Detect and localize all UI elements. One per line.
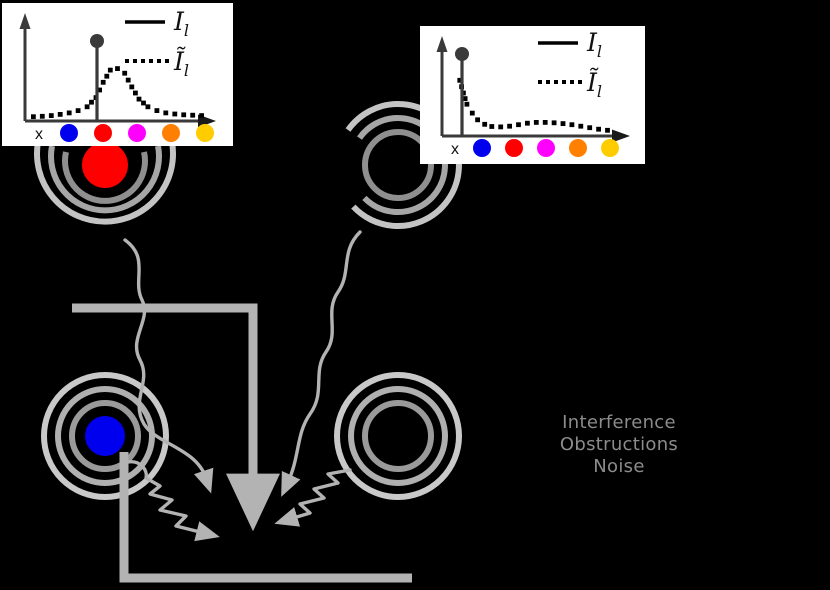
series-point <box>560 121 566 126</box>
series-point <box>587 125 593 131</box>
series-point <box>57 112 63 117</box>
link-solid-lower <box>119 452 412 583</box>
inset-chart-2: Il Ĩl x <box>420 26 645 164</box>
series-point <box>154 108 160 113</box>
spectrum-dot-blue <box>473 139 491 157</box>
series-point <box>551 120 557 126</box>
series-point <box>39 113 45 119</box>
series-point <box>542 120 548 125</box>
signal-ring <box>62 151 148 204</box>
series-point <box>66 110 72 116</box>
spectrum-dot-magenta <box>128 124 146 142</box>
spectrum-dot-row <box>473 139 619 157</box>
x-axis-label: x <box>451 141 459 158</box>
signal-ring <box>362 400 434 472</box>
series-point <box>489 124 495 129</box>
series-point <box>75 108 81 113</box>
series-point <box>533 120 539 125</box>
series-point <box>104 73 110 79</box>
series-point <box>605 127 610 133</box>
impairment-line-interference: Interference <box>562 412 676 433</box>
node-center-red[interactable] <box>82 142 128 188</box>
spectrum-dot-row <box>60 124 214 142</box>
node-bottomright-group[interactable] <box>334 372 462 500</box>
series-point <box>457 77 463 83</box>
series-point <box>578 123 584 129</box>
signal-ring <box>347 115 448 216</box>
legend-swatch-dotted <box>538 80 582 84</box>
series-point <box>100 79 106 85</box>
series-point <box>516 122 521 128</box>
signal-ring <box>333 101 462 229</box>
signal-ring <box>55 386 155 486</box>
x-axis-label: x <box>35 126 43 143</box>
signal-ring <box>334 372 462 500</box>
series-point <box>462 96 468 101</box>
series-point <box>199 113 204 118</box>
series-point <box>115 66 120 71</box>
series-I-marker <box>90 34 104 48</box>
impairment-line-noise: Noise <box>593 456 645 477</box>
series-point <box>31 114 36 120</box>
spectrum-dot-blue <box>60 124 78 142</box>
series-point <box>498 124 504 130</box>
series-point <box>84 104 90 110</box>
series-point <box>525 120 530 126</box>
spectrum-dot-orange <box>569 139 587 157</box>
series-point <box>569 122 575 128</box>
spectrum-dot-yellow <box>196 124 214 142</box>
series-point <box>133 90 138 96</box>
node-topright-group[interactable] <box>313 80 483 250</box>
impairment-line-obstructions: Obstructions <box>559 434 679 455</box>
signal-ring <box>362 129 434 201</box>
spectrum-dot-magenta <box>537 139 555 157</box>
signal-ring <box>48 145 162 214</box>
series-point <box>145 104 151 110</box>
series-I-tilde <box>31 66 204 120</box>
signal-ring <box>34 141 176 225</box>
series-point <box>172 111 178 117</box>
link-wavy-red-to-hub <box>123 238 214 494</box>
inset-chart-1: Il Ĩl x <box>2 3 233 146</box>
impairments-annotation: Interference Obstructions Noise <box>529 412 709 478</box>
signal-ring <box>69 400 141 472</box>
series-point <box>507 123 512 129</box>
signal-ring <box>348 386 448 486</box>
series-point <box>163 110 169 116</box>
node-red-group[interactable] <box>34 141 176 225</box>
link-zigzag-blue-to-hub <box>126 460 220 542</box>
y-axis-arrow <box>436 36 448 52</box>
link-solid-upper <box>72 303 280 532</box>
series-point <box>141 100 146 106</box>
series-point <box>464 101 470 107</box>
y-axis-arrow <box>19 13 31 29</box>
node-center-blue[interactable] <box>85 416 125 456</box>
link-wavy-topright-to-hub <box>281 230 362 497</box>
series-point <box>596 126 601 132</box>
series-point <box>482 121 488 127</box>
series-point <box>125 77 131 83</box>
series-point <box>48 113 54 118</box>
spectrum-dot-red <box>94 124 112 142</box>
x-axis-arrow <box>612 129 630 143</box>
series-point <box>136 96 142 102</box>
spectrum-dot-red <box>505 139 523 157</box>
series-point <box>129 84 135 90</box>
series-point <box>97 87 102 93</box>
series-point <box>469 110 475 116</box>
series-point <box>89 99 94 105</box>
link-zigzag-bottomright-to-hub <box>274 468 352 527</box>
series-point <box>122 70 128 76</box>
node-blue-group[interactable] <box>41 372 169 500</box>
spectrum-dot-yellow <box>601 139 619 157</box>
series-point <box>190 112 196 118</box>
series-I-marker <box>455 47 469 61</box>
series-point <box>475 117 480 123</box>
legend-swatch-dotted <box>125 59 169 63</box>
signal-ring <box>41 372 169 500</box>
series-point <box>181 112 187 118</box>
series-point <box>107 67 113 73</box>
spectrum-dot-orange <box>162 124 180 142</box>
